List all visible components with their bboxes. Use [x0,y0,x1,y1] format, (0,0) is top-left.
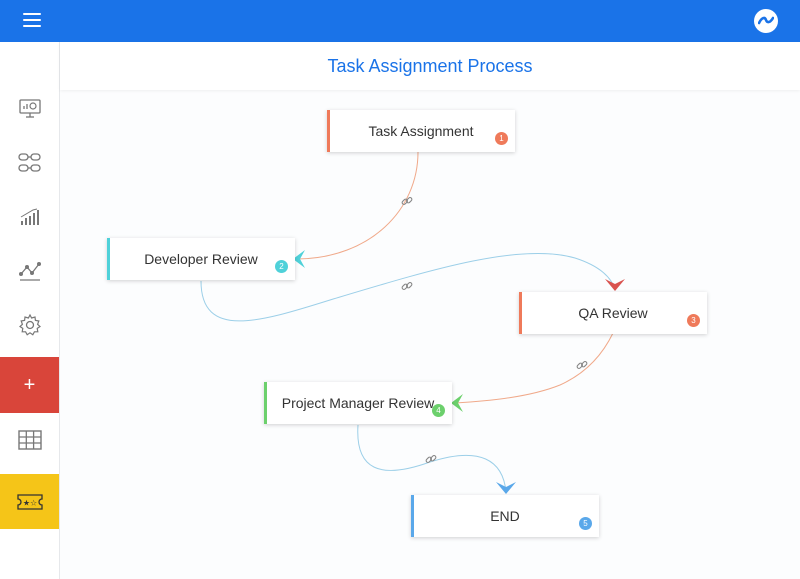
page-title: Task Assignment Process [327,55,533,76]
sidebar-add-button[interactable]: + [0,357,59,413]
sidebar-item-settings[interactable] [0,298,59,352]
sidebar-item-workflow[interactable] [0,136,59,190]
bar-chart-icon [20,208,39,225]
link-chain-icon[interactable] [401,280,413,292]
sidebar-item-dashboard[interactable] [0,82,59,136]
node-developer-review[interactable]: Developer Review 2 [107,238,295,280]
line-graph-icon [18,262,41,281]
workflow-icon [17,153,41,172]
node-label: END [490,508,520,524]
ticket-icon: ★☆ [16,493,43,510]
node-label: Developer Review [144,251,258,267]
brand-logo-icon[interactable] [754,9,778,33]
step-badge: 2 [275,260,288,273]
node-accent-bar [107,238,110,280]
monitor-dashboard-icon [18,99,41,118]
sidebar-item-table[interactable] [0,413,59,467]
sidebar: + ★☆ [0,42,60,579]
step-badge: 5 [579,517,592,530]
node-end[interactable]: END 5 [411,495,599,537]
step-badge: 1 [495,132,508,145]
plus-icon: + [23,374,36,396]
step-badge: 3 [687,314,700,327]
node-accent-bar [327,110,330,152]
node-label: Task Assignment [368,123,474,139]
node-label: QA Review [578,305,648,321]
gear-icon [18,313,41,336]
link-chain-icon[interactable] [425,453,437,465]
node-accent-bar [519,292,522,334]
step-badge: 4 [432,404,445,417]
node-label: Project Manager Review [281,395,435,411]
sidebar-item-tickets[interactable]: ★☆ [0,474,59,529]
table-grid-icon [17,430,42,450]
link-chain-icon[interactable] [401,195,413,207]
node-project-manager-review[interactable]: Project Manager Review 4 [264,382,452,424]
node-accent-bar [411,495,414,537]
title-bar: Task Assignment Process [60,42,800,90]
link-chain-icon[interactable] [576,359,588,371]
sidebar-item-analytics[interactable] [0,244,59,298]
node-qa-review[interactable]: QA Review 3 [519,292,707,334]
hamburger-menu-icon[interactable] [23,13,41,29]
top-bar [0,0,800,42]
node-accent-bar [264,382,267,424]
svg-text:★☆: ★☆ [22,498,36,507]
node-task-assignment[interactable]: Task Assignment 1 [327,110,515,152]
sidebar-item-reports[interactable] [0,190,59,244]
